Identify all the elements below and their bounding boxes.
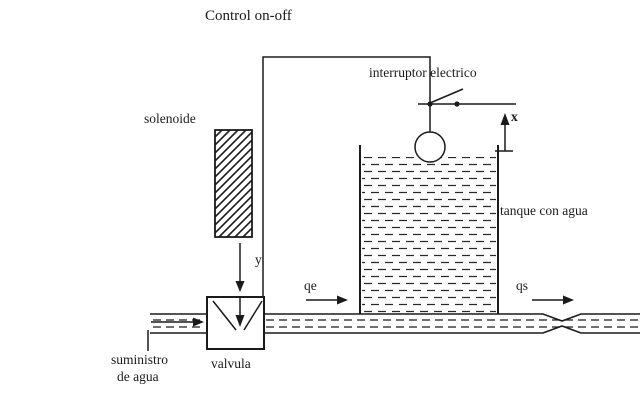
qe-label: qe: [304, 278, 317, 293]
tank-water: [362, 157, 496, 313]
float-ball: [414, 131, 446, 163]
tank-label: tanque con agua: [500, 203, 588, 218]
qs-arrow: [532, 295, 574, 305]
valve-label: valvula: [211, 356, 251, 371]
switch-label: interruptor electrico: [369, 65, 477, 80]
solenoid-coil: [214, 129, 253, 238]
y-arrow: [235, 243, 245, 292]
diagram-title: Control on-off: [205, 8, 292, 24]
water-tank: [359, 145, 499, 314]
valve-body: [206, 296, 265, 350]
float: [414, 104, 446, 163]
qs-label: qs: [516, 278, 529, 293]
switch-contact-left: [427, 101, 433, 107]
valve-seat: [212, 300, 263, 331]
switch-contact-right: [454, 101, 460, 107]
x-arrow: [495, 113, 513, 152]
solenoid-label: solenoide: [144, 111, 196, 126]
supply-label-line2: de agua: [117, 369, 159, 384]
supply-label-line1: suministro: [111, 352, 169, 367]
switch-arm: [429, 88, 464, 104]
x-label: x: [511, 109, 518, 124]
qe-arrow: [306, 295, 348, 305]
circuit-wire: [262, 56, 431, 297]
y-label: y: [255, 252, 262, 267]
electrical-switch: [418, 88, 516, 107]
inlet-arrow: [147, 317, 204, 351]
valve-plunger: [235, 298, 245, 327]
